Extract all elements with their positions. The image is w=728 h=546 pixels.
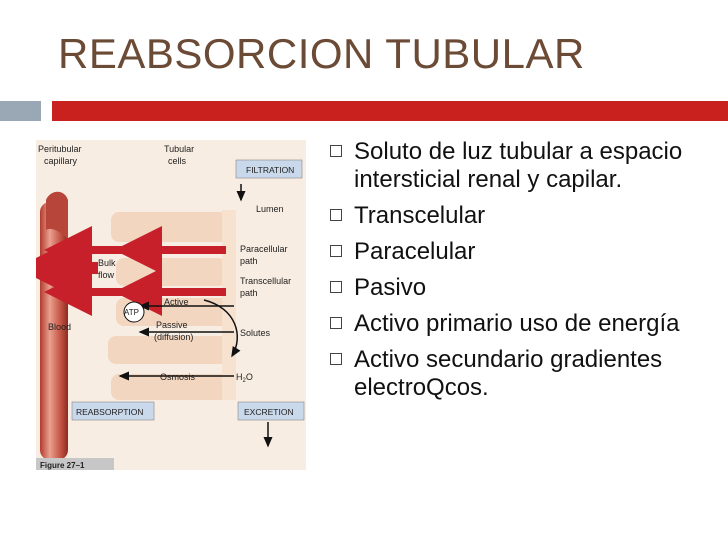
bullet-box-icon (330, 281, 342, 293)
bullet-text: Pasivo (354, 274, 427, 301)
bullet-item: Activo secundario gradientes electroQcos… (330, 346, 720, 402)
label-flow: flow (98, 270, 115, 280)
bullet-item: Soluto de luz tubular a espacio intersti… (330, 138, 720, 194)
reabsorption-diagram: Peritubular capillary Tubular cells FILT… (16, 140, 306, 470)
label-passive: Passive (156, 320, 188, 330)
bullet-item: Transcelular (330, 202, 720, 230)
bullet-item: Paracelular (330, 238, 720, 266)
bullet-text: Transcelular (354, 202, 486, 229)
excretion-box (237, 401, 305, 421)
label-active: Active (164, 297, 189, 307)
label-excretion: EXCRETION (244, 407, 294, 417)
atp-circle (123, 301, 145, 323)
label-blood: Blood (48, 322, 71, 332)
bullet-box-icon (330, 353, 342, 365)
label-path-2: path (240, 288, 258, 298)
label-solutes: Solutes (240, 328, 271, 338)
bullet-box-icon (330, 245, 342, 257)
label-diffusion: (diffusion) (154, 332, 193, 342)
bullet-list: Soluto de luz tubular a espacio intersti… (330, 138, 720, 410)
lumen-column (222, 210, 236, 400)
title-underline-gray (0, 101, 41, 121)
label-lumen: Lumen (256, 204, 284, 214)
slide-title: REABSORCION TUBULAR (58, 30, 585, 77)
bullet-box-icon (330, 145, 342, 157)
reabsorption-box (71, 401, 155, 421)
label-peritubular: Peritubular (38, 144, 82, 154)
bullet-text: Activo primario uso de energía (354, 310, 680, 337)
filtration-box (235, 159, 303, 179)
label-capillary: capillary (44, 156, 78, 166)
label-tubular: Tubular (164, 144, 194, 154)
label-filtration: FILTRATION (246, 165, 294, 175)
figure-caption: Figure 27–1 (40, 461, 85, 470)
label-reabsorption: REABSORPTION (76, 407, 144, 417)
label-transcellular: Transcellular (240, 276, 291, 286)
label-bulk: Bulk (98, 258, 116, 268)
reabsorption-figure: Peritubular capillary Tubular cells FILT… (16, 140, 306, 470)
label-atp: ATP (124, 308, 139, 317)
label-cells: cells (168, 156, 187, 166)
label-paracellular: Paracellular (240, 244, 288, 254)
label-path-1: path (240, 256, 258, 266)
bullet-item: Activo primario uso de energía (330, 310, 720, 338)
bullet-item: Pasivo (330, 274, 720, 302)
bullet-text: Soluto de luz tubular a espacio intersti… (354, 138, 683, 193)
solute-curve-arrow (203, 299, 241, 358)
bullet-text: Paracelular (354, 238, 476, 265)
caption-band (36, 458, 114, 470)
bullet-box-icon (330, 209, 342, 221)
label-osmosis: Osmosis (160, 372, 196, 382)
bullet-text: Activo secundario gradientes electroQcos… (354, 346, 663, 401)
bullet-box-icon (330, 317, 342, 329)
label-h2o: H2O (236, 372, 253, 384)
title-underline-red (52, 101, 728, 121)
